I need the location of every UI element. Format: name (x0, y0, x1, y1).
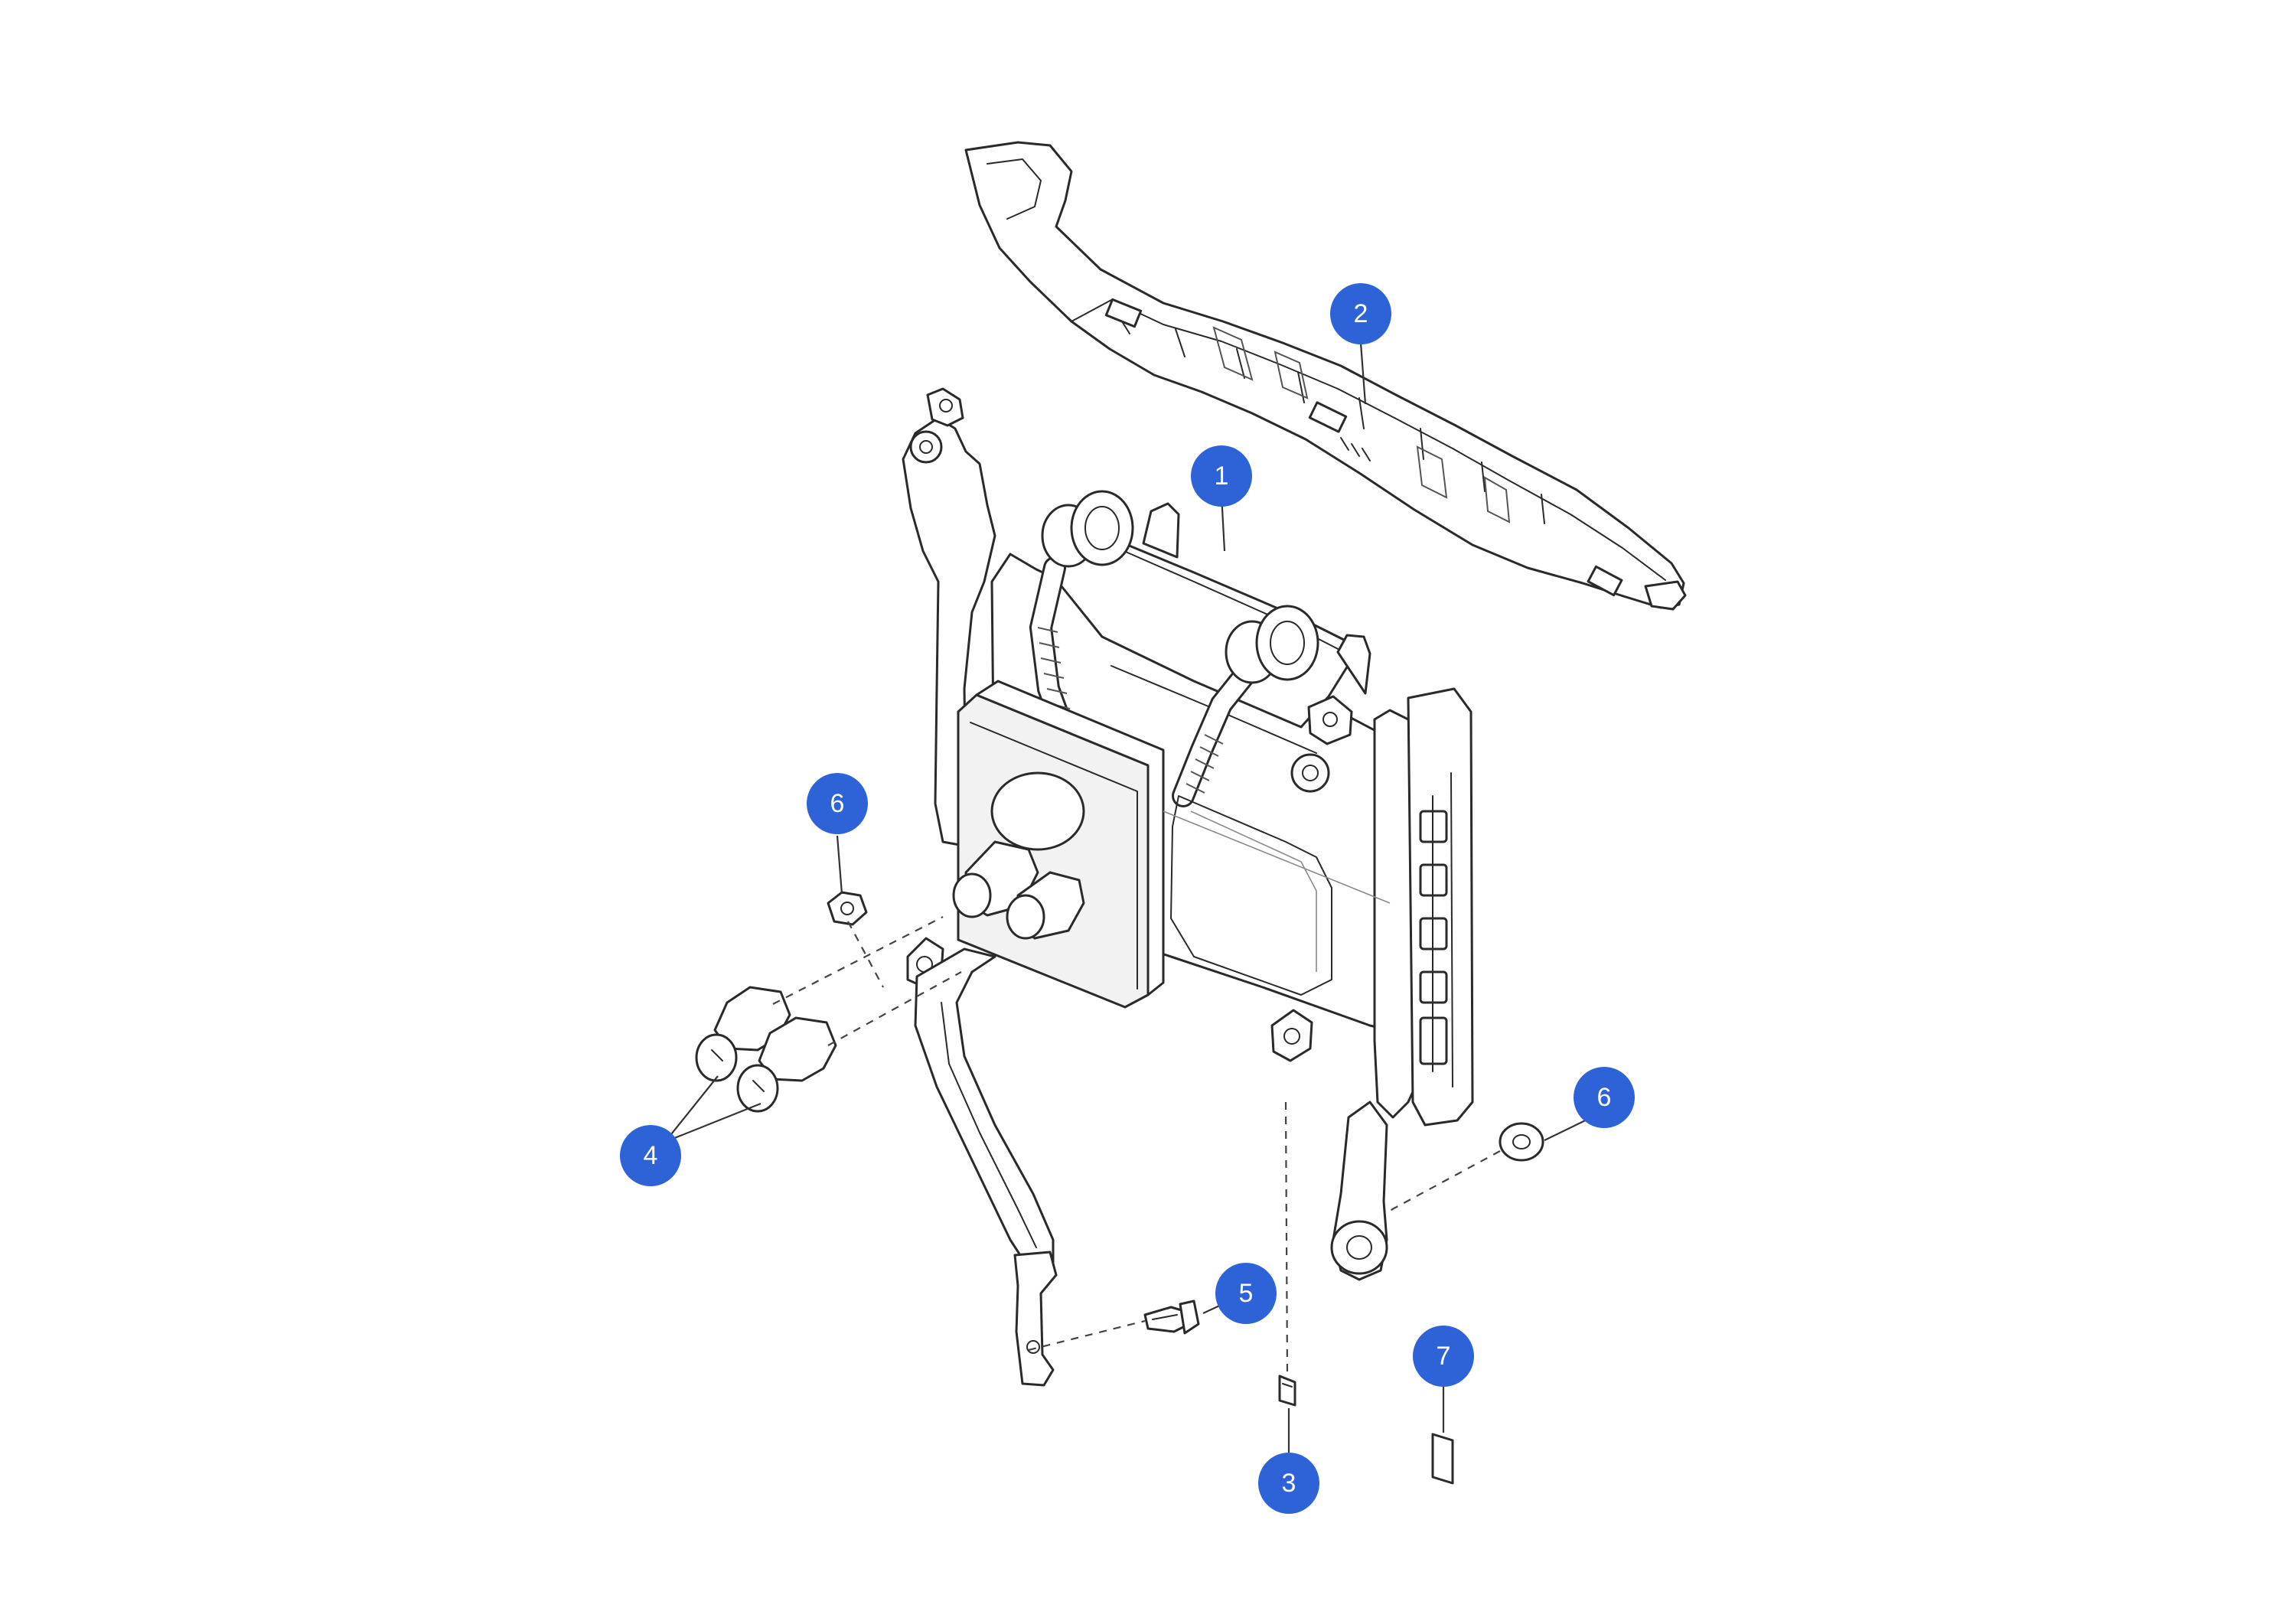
callout-7-label: 7 (1437, 1342, 1451, 1371)
part-5-push-pin (1143, 1300, 1200, 1335)
assembly-lines (772, 916, 1501, 1375)
callout-6-right: 6 (1574, 1067, 1635, 1128)
part-7-pad (1431, 1433, 1454, 1485)
callout-5: 5 (1215, 1263, 1277, 1324)
callout-3-label: 3 (1282, 1469, 1296, 1498)
callout-1: 1 (1191, 445, 1252, 507)
callout-6-left-label: 6 (830, 789, 845, 818)
callout-6-right-label: 6 (1597, 1083, 1612, 1112)
callout-7: 7 (1413, 1326, 1474, 1387)
callout-1-label: 1 (1215, 461, 1229, 491)
callout-2-label: 2 (1354, 299, 1368, 328)
callout-6-left: 6 (807, 773, 868, 834)
part-6-washer-right (1499, 1122, 1544, 1162)
part-2-upper-bracket (964, 141, 1687, 611)
callout-2: 2 (1330, 283, 1391, 344)
part-3-small-label (1278, 1375, 1296, 1407)
callout-4-label: 4 (644, 1141, 658, 1170)
callout-4: 4 (620, 1125, 681, 1186)
part-1-main-unit (902, 387, 1474, 1387)
callout-5-label: 5 (1239, 1279, 1254, 1308)
callout-3: 3 (1258, 1453, 1319, 1514)
part-6-nut-left (827, 891, 868, 926)
part-4-plugs (695, 986, 837, 1113)
